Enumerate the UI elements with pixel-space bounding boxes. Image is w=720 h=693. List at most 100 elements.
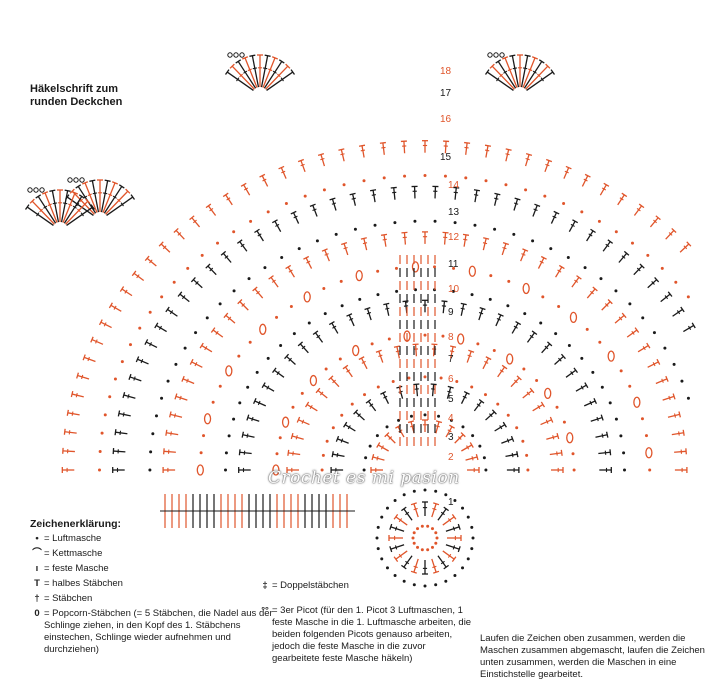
chain-mark bbox=[416, 527, 420, 531]
chain-mark bbox=[183, 346, 187, 350]
stitch-mark bbox=[655, 215, 661, 221]
chain-mark bbox=[437, 414, 441, 418]
stitch-mark bbox=[558, 357, 562, 362]
stitch-mark bbox=[475, 453, 479, 461]
stitch-mark bbox=[173, 413, 177, 418]
chain-mark bbox=[375, 434, 379, 438]
stitch-mark bbox=[205, 263, 211, 269]
stitch-mark bbox=[158, 241, 164, 247]
popcorn-mark bbox=[544, 387, 552, 400]
chain-mark bbox=[628, 384, 632, 388]
stitch-mark bbox=[445, 426, 453, 438]
stitch-mark bbox=[413, 503, 419, 518]
stitch-mark bbox=[98, 319, 103, 326]
stitch-mark bbox=[31, 200, 55, 225]
chain-mark bbox=[224, 468, 227, 472]
stitch-mark bbox=[441, 300, 448, 303]
stitch-mark bbox=[550, 212, 558, 224]
stitch-mark bbox=[113, 305, 117, 310]
stitch-mark bbox=[463, 234, 467, 247]
chain-mark bbox=[278, 436, 282, 440]
stitch-mark bbox=[177, 291, 183, 297]
stitch-mark bbox=[328, 320, 335, 326]
stitch-mark bbox=[110, 304, 122, 312]
stitch-mark bbox=[201, 345, 213, 353]
chain-mark bbox=[426, 548, 430, 552]
stitch-mark bbox=[388, 436, 393, 440]
stitch-mark bbox=[254, 288, 264, 299]
chain-mark bbox=[623, 468, 626, 472]
stitch-mark bbox=[621, 312, 627, 319]
chain-mark bbox=[376, 293, 380, 297]
popcorn-mark bbox=[633, 396, 641, 408]
stitch-mark bbox=[636, 208, 641, 212]
popcorn-mark bbox=[303, 291, 311, 303]
stitch-mark bbox=[304, 401, 310, 408]
chain-mark bbox=[322, 188, 326, 192]
stitch-mark bbox=[502, 242, 509, 246]
stitch-mark bbox=[497, 61, 517, 89]
chain-mark bbox=[395, 289, 399, 293]
chain-mark bbox=[394, 266, 398, 270]
stitch-mark bbox=[340, 149, 345, 162]
chain-mark bbox=[300, 391, 304, 395]
chain-mark bbox=[339, 279, 343, 283]
stitch-mark bbox=[278, 59, 285, 64]
stitch-mark bbox=[155, 324, 167, 333]
stitch-mark bbox=[581, 175, 589, 187]
stitch-mark bbox=[166, 432, 179, 436]
stitch-mark bbox=[277, 73, 281, 78]
stitch-mark bbox=[395, 350, 401, 353]
stitch-mark bbox=[261, 382, 266, 389]
stitch-mark bbox=[451, 514, 457, 520]
stitch-mark bbox=[84, 182, 98, 213]
chain-mark bbox=[393, 498, 397, 502]
stitch-mark bbox=[299, 343, 309, 354]
stitch-mark bbox=[102, 182, 116, 213]
stitch-mark bbox=[169, 411, 172, 418]
popcorn-mark bbox=[506, 353, 514, 365]
stitch-mark bbox=[259, 173, 266, 178]
stitch-mark bbox=[432, 344, 436, 357]
stitch-mark bbox=[665, 375, 669, 382]
stitch-mark bbox=[521, 253, 526, 256]
title-line-1: Häkelschrift zum bbox=[30, 83, 119, 95]
stitch-mark bbox=[320, 158, 325, 161]
chain-mark bbox=[430, 527, 434, 531]
chain-mark bbox=[641, 316, 645, 320]
chain-mark bbox=[484, 468, 488, 472]
stitch-mark bbox=[550, 69, 556, 75]
popcorn-mark bbox=[645, 447, 653, 459]
stitch-mark bbox=[243, 70, 248, 74]
stitch-mark bbox=[189, 358, 194, 365]
stitch-mark bbox=[497, 313, 504, 317]
chain-mark bbox=[358, 297, 362, 301]
chain-mark bbox=[433, 265, 437, 269]
stitch-mark bbox=[512, 67, 517, 70]
stitch-mark bbox=[410, 502, 417, 506]
stitch-mark bbox=[297, 158, 304, 163]
stitch-mark bbox=[462, 395, 467, 399]
stitch-mark bbox=[466, 351, 472, 363]
stitch-mark bbox=[131, 270, 137, 277]
popcorn-mark bbox=[272, 464, 280, 476]
chain-mark bbox=[148, 310, 152, 314]
stitch-mark bbox=[125, 188, 131, 194]
stitch-mark bbox=[92, 192, 97, 195]
stitch-mark bbox=[444, 141, 447, 154]
stitch-mark bbox=[671, 432, 684, 436]
stitch-mark bbox=[476, 403, 481, 407]
stitch-mark bbox=[465, 142, 468, 155]
stitch-mark bbox=[238, 449, 241, 456]
chain-mark bbox=[488, 297, 492, 301]
stitch-mark bbox=[63, 202, 68, 205]
stitch-mark bbox=[271, 367, 277, 374]
chain-mark bbox=[263, 266, 267, 270]
stitch-mark bbox=[301, 419, 305, 424]
stitch-mark bbox=[655, 378, 668, 385]
stitch-mark bbox=[170, 413, 183, 418]
chain-mark bbox=[580, 356, 584, 360]
picot-mark bbox=[33, 187, 39, 193]
stitch-mark bbox=[576, 275, 582, 280]
chain-mark bbox=[238, 401, 242, 405]
